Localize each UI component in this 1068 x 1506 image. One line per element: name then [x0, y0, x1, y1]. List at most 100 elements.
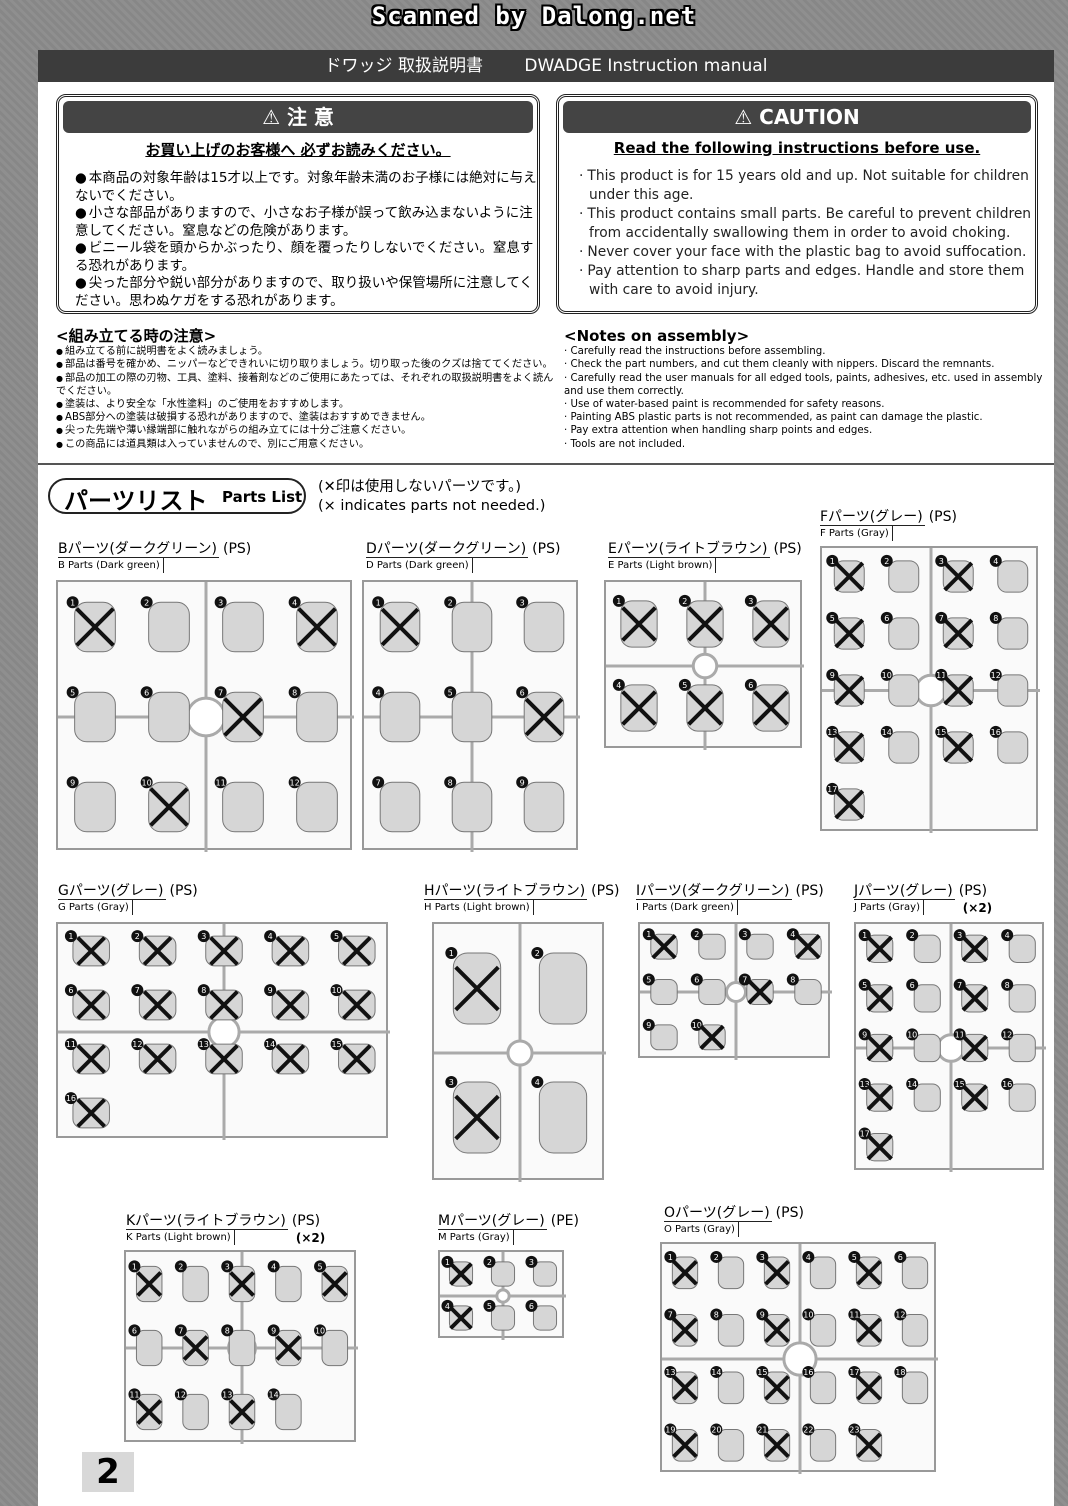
part-number: 23 [849, 1425, 859, 1434]
unused-part-cross-icon [275, 1044, 306, 1074]
plastic-part [717, 1428, 745, 1462]
runner-name-jp: Dパーツ(ダークグリーン) [366, 541, 529, 558]
unused-part-cross-icon [621, 690, 657, 726]
unused-part-cross-icon [834, 732, 865, 763]
runner-name-jp: Iパーツ(ダークグリーン) [636, 883, 792, 900]
plastic-part [228, 1329, 256, 1367]
part-number-marker [894, 1308, 907, 1321]
assembly-note-jp: 組み立てる前に説明書をよく読みましょう。 [56, 345, 556, 358]
part-number: 6 [132, 1326, 137, 1335]
part-number: 14 [269, 1390, 279, 1399]
runner-plastic-type: (PS) [928, 509, 957, 525]
part-number-marker [128, 1260, 141, 1273]
part-number-marker [372, 776, 385, 789]
assembly-note-jp: 尖った先端や薄い縁端部に触れながらの組み立てには十分ご注意ください。 [56, 424, 556, 437]
part-number-marker [525, 1255, 538, 1268]
runner-label: Gパーツ(グレー)G Parts (Gray)(PS) [58, 883, 198, 915]
unused-part-cross-icon [275, 936, 306, 966]
part-number: 11 [129, 1390, 139, 1399]
plastic-part [523, 781, 565, 833]
part-number-marker [531, 1076, 544, 1089]
unused-part-cross-icon [454, 1094, 500, 1141]
part-number-marker [678, 594, 691, 607]
part-number: 10 [692, 1021, 702, 1030]
plastic-part [1008, 934, 1036, 963]
plastic-part [913, 1033, 941, 1063]
runner-label: Jパーツ(グレー)J Parts (Gray)(PS)(×2) [854, 884, 992, 915]
part-number-marker [330, 984, 343, 997]
unused-part-cross-icon [943, 732, 974, 763]
part-number-marker [848, 1250, 861, 1263]
part-number-marker [744, 678, 757, 691]
part-number: 4 [271, 1262, 276, 1271]
unused-part-cross-icon [672, 1317, 698, 1344]
section-divider [38, 463, 1054, 465]
unused-part-cross-icon [866, 1084, 893, 1111]
part-number: 6 [884, 614, 889, 623]
part-number: 13 [860, 1080, 870, 1089]
runner-name-jp: Gパーツ(グレー) [58, 883, 166, 900]
plastic-part [913, 984, 941, 1013]
unused-part-cross-icon [275, 990, 306, 1020]
part-number-marker [128, 1324, 141, 1337]
part-number-marker [372, 596, 385, 609]
runner-name-jp: Bパーツ(ダークグリーン) [58, 541, 219, 558]
part-number: 8 [790, 976, 795, 985]
caution-item-en: Never cover your face with the plastic b… [579, 243, 1035, 262]
plastic-part [717, 1256, 745, 1290]
plastic-part [997, 674, 1029, 707]
part-number-marker [880, 611, 893, 624]
unused-part-cross-icon [223, 697, 263, 737]
part-number-marker [330, 930, 343, 943]
part-number: 11 [216, 778, 226, 787]
part-number-marker [140, 686, 153, 699]
part-number: 7 [742, 976, 747, 985]
runner-name-en: B Parts (Dark green) [58, 558, 164, 573]
unused-part-cross-icon [866, 985, 893, 1012]
unused-part-cross-icon [136, 1271, 163, 1297]
part-number: 6 [68, 986, 73, 995]
part-number-marker [756, 1308, 769, 1321]
plastic-part [538, 1081, 588, 1154]
plastic-part [913, 934, 941, 963]
scan-watermark: Scanned by Dalong.net [371, 2, 697, 30]
part-number-marker [894, 1365, 907, 1378]
plastic-part [717, 1371, 745, 1405]
part-number: 12 [290, 778, 300, 787]
part-number: 16 [803, 1368, 813, 1377]
part-number: 17 [860, 1130, 870, 1139]
runner-label: Bパーツ(ダークグリーン)B Parts (Dark green)(PS) [58, 541, 251, 573]
runner-name-jp: Mパーツ(グレー) [438, 1213, 547, 1230]
part-number: 2 [144, 598, 149, 607]
plastic-part [901, 1313, 929, 1347]
assembly-notes-en: <Notes on assembly> Carefully read the i… [564, 328, 1044, 451]
part-number-marker [642, 1018, 655, 1031]
part-number: 3 [201, 932, 206, 941]
unused-part-cross-icon [454, 965, 500, 1012]
unused-part-cross-icon [149, 787, 189, 827]
part-number: 10 [907, 1030, 917, 1039]
assembly-note-en: Tools are not included. [564, 438, 1044, 451]
part-number: 10 [803, 1310, 813, 1319]
caution-heading-jp: ⚠ 注 意 [63, 101, 533, 133]
part-number: 11 [66, 1040, 76, 1049]
plastic-part [888, 560, 920, 593]
runner-name-jp: Fパーツ(グレー) [820, 509, 925, 526]
unused-part-cross-icon [943, 561, 974, 592]
runner-label: Fパーツ(グレー)F Parts (Gray)(PS) [820, 509, 957, 541]
unused-part-cross-icon [449, 1306, 473, 1330]
runner-name-jp: Eパーツ(ライトブラウン) [608, 541, 770, 558]
part-number: 15 [331, 1040, 341, 1049]
part-number: 9 [760, 1310, 765, 1319]
part-number-marker [64, 984, 77, 997]
unused-part-cross-icon [834, 789, 865, 820]
part-number-marker [894, 1250, 907, 1263]
part-number-marker [444, 596, 457, 609]
part-number-marker [710, 1423, 723, 1436]
runner-plastic-type: (PS) [795, 883, 824, 899]
part-number-marker [314, 1260, 327, 1273]
